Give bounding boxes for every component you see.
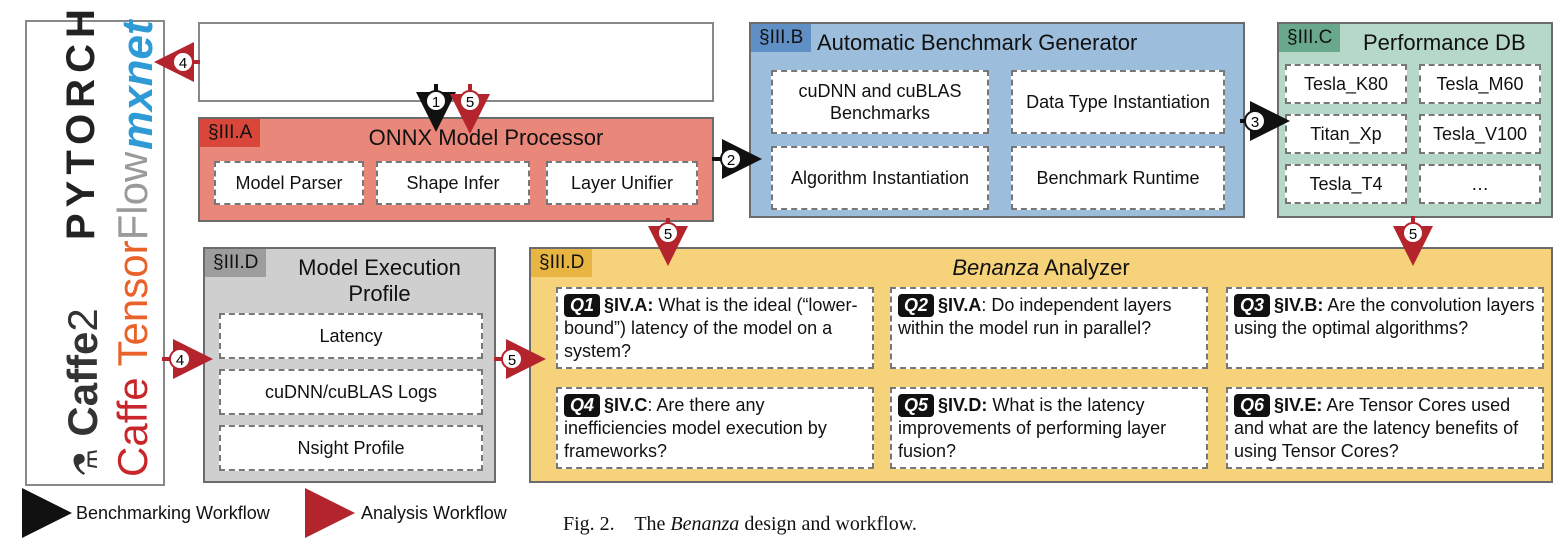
db-item-tesla-m60: Tesla_M60 (1419, 64, 1541, 104)
cudnn-cublas-logs-box: cuDNN/cuBLAS Logs (219, 369, 483, 415)
step-marker-3: 3 (1251, 114, 1259, 131)
model-execution-profile-panel: §III.D Model Execution Profile Latency c… (203, 247, 496, 483)
layer-unifier-box: Layer Unifier (546, 161, 698, 205)
question-q3: Q3§IV.B: Are the convolution layers usin… (1226, 287, 1544, 369)
step-marker-1: 1 (432, 94, 440, 111)
question-badge: Q3 (1234, 294, 1271, 317)
question-badge: Q4 (564, 394, 601, 417)
panel-title: Benanza Analyzer (952, 255, 1130, 280)
benchmark-runtime-box: Benchmark Runtime (1011, 146, 1225, 210)
step-marker-5: 5 (664, 226, 672, 243)
question-badge: Q6 (1234, 394, 1271, 417)
question-badge: Q2 (898, 294, 935, 317)
onnx-model-processor-panel: §III.A ONNX Model Processor Model Parser… (198, 117, 714, 222)
analysis-arrow-5-db: 5 (1393, 216, 1433, 266)
step-marker-2: 2 (727, 152, 735, 169)
db-item-tesla-k80: Tesla_K80 (1285, 64, 1407, 104)
figure-caption: Fig. 2. The Benanza design and workflow. (563, 513, 917, 535)
benchmark-arrow-3: 3 (1240, 101, 1290, 141)
benanza-analyzer-panel: §III.D Benanza Analyzer Q1§IV.A: What is… (529, 247, 1553, 483)
panel-title: Performance DB (1363, 30, 1526, 55)
data-type-instantiation-box: Data Type Instantiation (1011, 70, 1225, 134)
section-tag: §III.D (205, 249, 267, 277)
section-tag: §III.B (751, 24, 812, 52)
question-q1: Q1§IV.A: What is the ideal (“lower-bound… (556, 287, 874, 369)
algorithm-instantiation-box: Algorithm Instantiation (771, 146, 989, 210)
analysis-arrow-4-bottom: 4 (162, 339, 213, 379)
analysis-arrow-5-profile: 5 (494, 339, 546, 379)
cudnn-cublas-benchmarks-box: cuDNN and cuBLAS Benchmarks (771, 70, 989, 134)
step-marker-5: 5 (1409, 226, 1417, 243)
panel-title: Automatic Benchmark Generator (817, 30, 1138, 55)
question-badge: Q5 (898, 394, 935, 417)
performance-db-panel: §III.C Performance DB Tesla_K80 Tesla_M6… (1277, 22, 1553, 218)
question-q2: Q2§IV.A: Do independent layers within th… (890, 287, 1208, 369)
latency-box: Latency (219, 313, 483, 359)
db-item-tesla-v100: Tesla_V100 (1419, 114, 1541, 154)
step-marker-4: 4 (176, 352, 184, 369)
db-item-tesla-t4: Tesla_T4 (1285, 164, 1407, 204)
question-q6: Q6§IV.E: Are Tensor Cores used and what … (1226, 387, 1544, 469)
benchmark-arrow-1: 1 (416, 84, 456, 132)
panel-title: Model Execution Profile (298, 255, 461, 306)
model-parser-box: Model Parser (214, 161, 364, 205)
step-marker-5: 5 (508, 352, 516, 369)
analysis-arrow-5-onnx: 5 (450, 84, 490, 134)
analysis-arrow-4-top: 4 (154, 42, 200, 82)
section-tag: §III.A (200, 119, 261, 147)
framework-logos-panel: ⚗ Caffe2 PYTORCH Caffe TensorFlow mxnet (25, 3, 165, 486)
analysis-arrow-5-unifier: 5 (648, 218, 688, 266)
benchmark-generator-panel: §III.B Automatic Benchmark Generator cuD… (749, 22, 1245, 218)
db-item-more: … (1419, 164, 1541, 204)
benchmark-arrow-2: 2 (712, 139, 762, 179)
question-q5: Q5§IV.D: What is the latency improvement… (890, 387, 1208, 469)
section-tag: §III.C (1279, 24, 1341, 52)
legend-analysis: Analysis Workflow (361, 503, 507, 523)
section-tag: §III.D (531, 249, 593, 277)
shape-infer-box: Shape Infer (376, 161, 530, 205)
question-badge: Q1 (564, 294, 601, 317)
model-input-box (198, 22, 714, 102)
nsight-profile-box: Nsight Profile (219, 425, 483, 471)
step-marker-4: 4 (179, 55, 187, 72)
legend-benchmarking: Benchmarking Workflow (76, 503, 270, 523)
step-marker-5: 5 (466, 94, 474, 111)
question-q4: Q4§IV.C: Are there any inefficiencies mo… (556, 387, 874, 469)
